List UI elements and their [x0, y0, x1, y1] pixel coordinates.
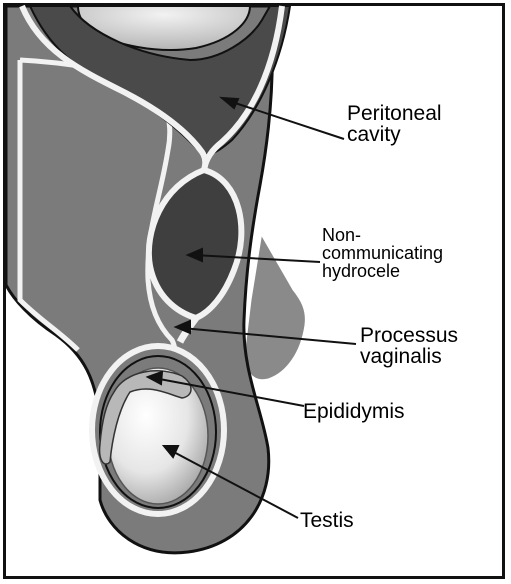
- label-processus-vaginalis: Processus vaginalis: [360, 325, 458, 367]
- label-peritoneal-cavity: Peritoneal cavity: [347, 103, 442, 145]
- label-hydrocele: Non- communicating hydrocele: [322, 226, 443, 280]
- label-epididymis: Epididymis: [303, 401, 405, 422]
- label-testis: Testis: [300, 510, 354, 531]
